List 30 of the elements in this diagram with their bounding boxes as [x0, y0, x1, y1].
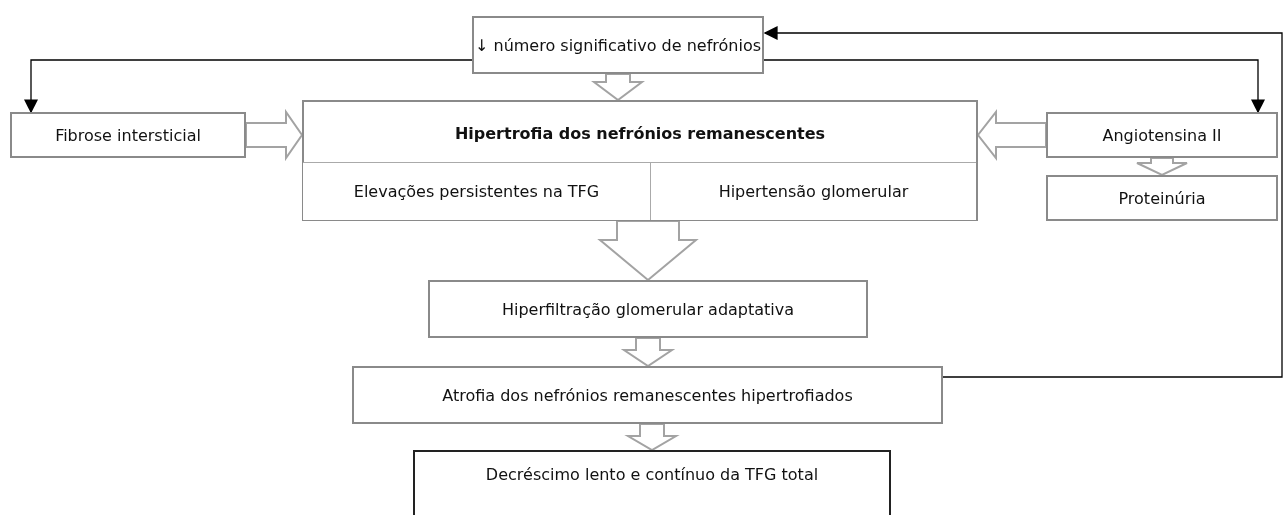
box-text: Decréscimo lento e contínuo da TFG total [485, 465, 819, 484]
box-text: Elevações persistentes na TFG [353, 182, 600, 201]
box-text: Hipertensão glomerular [718, 182, 909, 201]
process-box [413, 450, 891, 515]
block-arrow [591, 73, 645, 102]
arrow [763, 59, 1265, 114]
sub-box [303, 162, 650, 220]
block-arrow [245, 108, 304, 162]
block-arrow [620, 337, 676, 368]
box-text: ↓ número significativo de nefrónios [475, 35, 761, 55]
box-text: Fibrose intersticial [55, 125, 201, 145]
sub-box [650, 162, 976, 220]
process-box [472, 16, 764, 74]
box-heading: Hipertrofia dos nefrónios remanescentes [454, 123, 826, 143]
box-text: Proteinúria [1118, 188, 1206, 208]
block-arrow [597, 220, 699, 282]
box-text: Hiperfiltração glomerular adaptativa [501, 299, 795, 319]
block-arrow [624, 423, 680, 452]
arrow [24, 59, 473, 114]
box-text: Atrofia dos nefrónios remanescentes hipertrofiados [442, 385, 853, 405]
process-box [10, 112, 246, 158]
process-box [302, 100, 978, 221]
process-box [1046, 112, 1278, 158]
process-box [352, 366, 943, 424]
process-box [1046, 175, 1278, 221]
box-text: Angiotensina II [1102, 125, 1222, 145]
process-box [428, 280, 868, 338]
arrow [763, 26, 1283, 378]
block-arrow [976, 109, 1047, 161]
block-arrow [1136, 157, 1188, 177]
